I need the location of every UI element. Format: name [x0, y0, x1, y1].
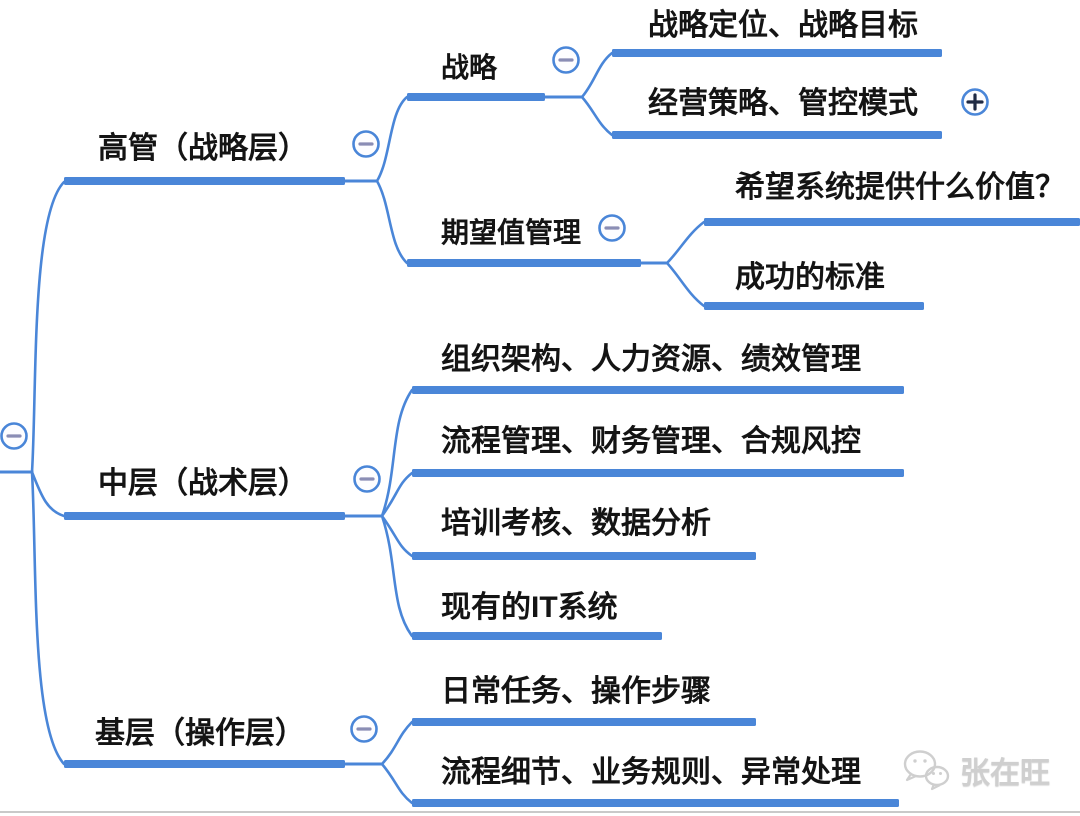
node-label-strategy[interactable]: 战略 [441, 52, 498, 83]
node-bar-executive[interactable] [64, 177, 345, 185]
node-bar-base[interactable] [64, 760, 345, 768]
connector-executive [341, 51, 706, 308]
connector-root [0, 180, 66, 766]
node-label-base[interactable]: 基层（操作层） [95, 717, 305, 750]
node-bar-expectation[interactable] [407, 259, 641, 267]
connector-base [341, 720, 414, 805]
node-bar-business-policy[interactable] [612, 131, 942, 139]
node-label-executive[interactable]: 高管（战略层） [98, 132, 308, 165]
node-bar-training[interactable] [412, 552, 756, 560]
node-label-process-mgmt[interactable]: 流程管理、财务管理、合规风控 [441, 425, 861, 458]
node-bar-process-mgmt[interactable] [412, 469, 904, 477]
collapse-toggle-strategy[interactable] [552, 46, 580, 74]
node-bar-system-value[interactable] [704, 218, 1080, 226]
node-label-expectation[interactable]: 期望值管理 [441, 217, 582, 248]
node-bar-it-systems[interactable] [412, 632, 662, 640]
node-bar-strategy-positioning[interactable] [612, 49, 942, 57]
node-label-strategy-positioning[interactable]: 战略定位、战略目标 [648, 9, 918, 42]
watermark: 张在旺 [902, 748, 1050, 792]
bottom-border [0, 811, 1080, 813]
node-label-daily-tasks[interactable]: 日常任务、操作步骤 [441, 675, 711, 708]
plus-icon [966, 93, 984, 111]
connector-middle [341, 388, 414, 638]
node-bar-success-criteria[interactable] [704, 302, 924, 310]
node-bar-middle[interactable] [64, 512, 345, 520]
collapse-toggle-middle[interactable] [353, 465, 381, 493]
node-bar-daily-tasks[interactable] [412, 718, 756, 726]
wechat-icon [903, 750, 950, 791]
node-label-organization[interactable]: 组织架构、人力资源、绩效管理 [441, 343, 861, 376]
expand-toggle-business-policy[interactable] [961, 88, 989, 116]
node-bar-organization[interactable] [412, 386, 904, 394]
watermark-text: 张在旺 [960, 757, 1050, 790]
node-label-success-criteria[interactable]: 成功的标准 [735, 261, 885, 294]
node-label-business-policy[interactable]: 经营策略、管控模式 [648, 87, 918, 120]
collapse-toggle-base[interactable] [350, 715, 378, 743]
node-label-it-systems[interactable]: 现有的IT系统 [441, 591, 618, 624]
node-label-training[interactable]: 培训考核、数据分析 [441, 507, 711, 540]
node-label-system-value[interactable]: 希望系统提供什么价值？ [735, 171, 1065, 204]
node-label-process-detail[interactable]: 流程细节、业务规则、异常处理 [441, 756, 861, 789]
node-bar-strategy[interactable] [407, 93, 545, 101]
collapse-toggle-expectation[interactable] [598, 214, 626, 242]
node-bar-process-detail[interactable] [412, 799, 899, 807]
node-label-middle[interactable]: 中层（战术层） [98, 467, 308, 500]
collapse-toggle-executive[interactable] [352, 130, 380, 158]
collapse-toggle-root[interactable] [0, 422, 28, 450]
